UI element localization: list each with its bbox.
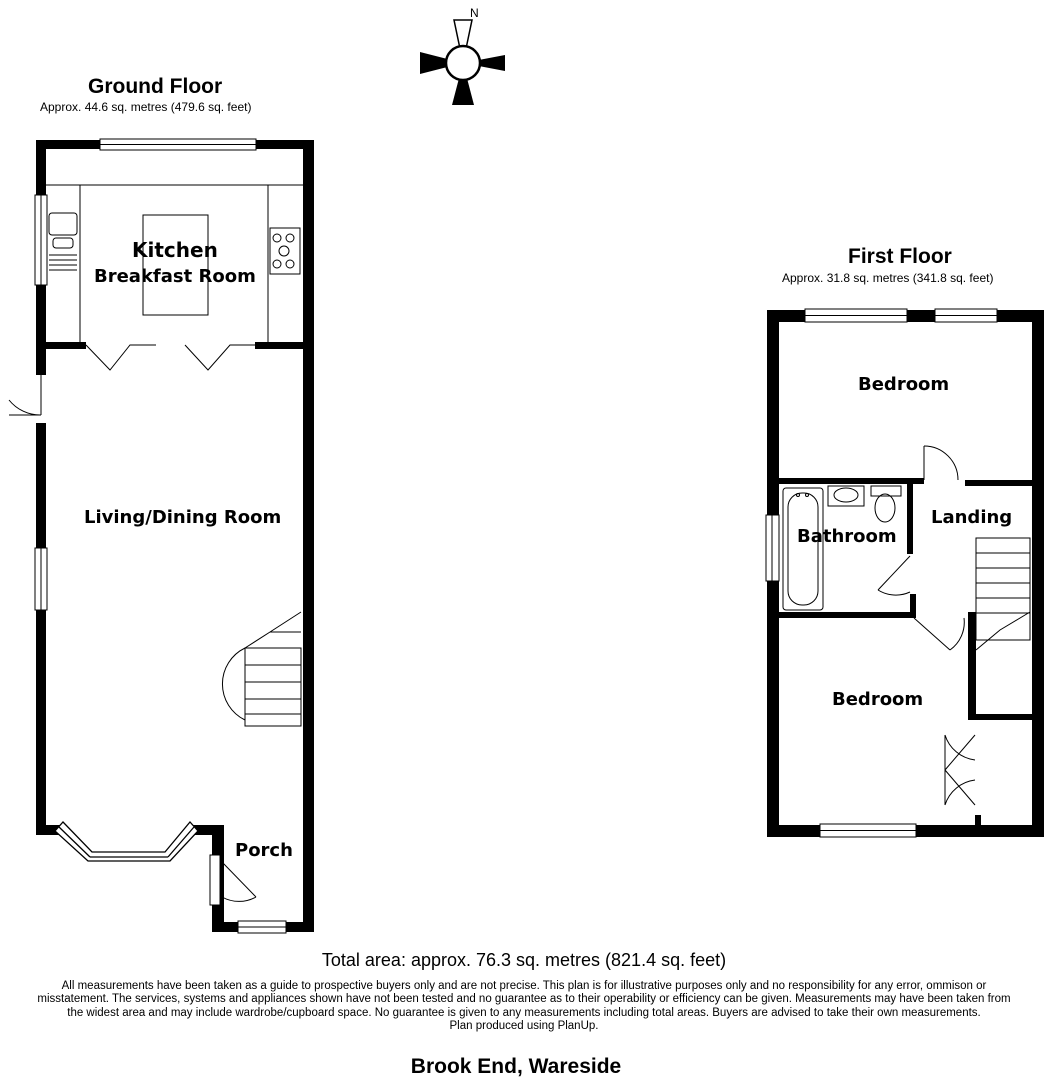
property-address: Brook End, Wareside: [410, 1055, 622, 1078]
ground-floor-area: Approx. 44.6 sq. metres (479.6 sq. feet): [40, 100, 252, 114]
room-label-kitchen: Kitchen: [132, 238, 218, 262]
ground-floor-title: Ground Floor: [88, 75, 223, 98]
ground-floor-plan: [8, 138, 314, 934]
total-area: Total area: approx. 76.3 sq. metres (821…: [321, 950, 727, 970]
compass-north-label: N: [470, 6, 479, 20]
room-label-bedroom-2: Bedroom: [832, 689, 924, 710]
room-label-living-dining: Living/Dining Room: [84, 507, 282, 528]
room-label-porch: Porch: [235, 840, 293, 861]
disclaimer-block: All measurements have been taken as a gu…: [30, 980, 1018, 1034]
produced-by-text: Plan produced using PlanUp.: [449, 1020, 599, 1033]
first-floor-area: Approx. 31.8 sq. metres (341.8 sq. feet): [782, 271, 994, 285]
room-label-bathroom: Bathroom: [797, 526, 897, 547]
first-floor-plan: [765, 308, 1044, 838]
compass-icon: N: [420, 6, 505, 105]
first-floor-title: First Floor: [848, 245, 952, 268]
disclaimer-text: All measurements have been taken as a gu…: [37, 980, 1011, 1019]
room-label-bedroom-1: Bedroom: [858, 374, 950, 395]
room-label-breakfast-room: Breakfast Room: [94, 266, 256, 287]
room-label-landing: Landing: [931, 507, 1013, 528]
